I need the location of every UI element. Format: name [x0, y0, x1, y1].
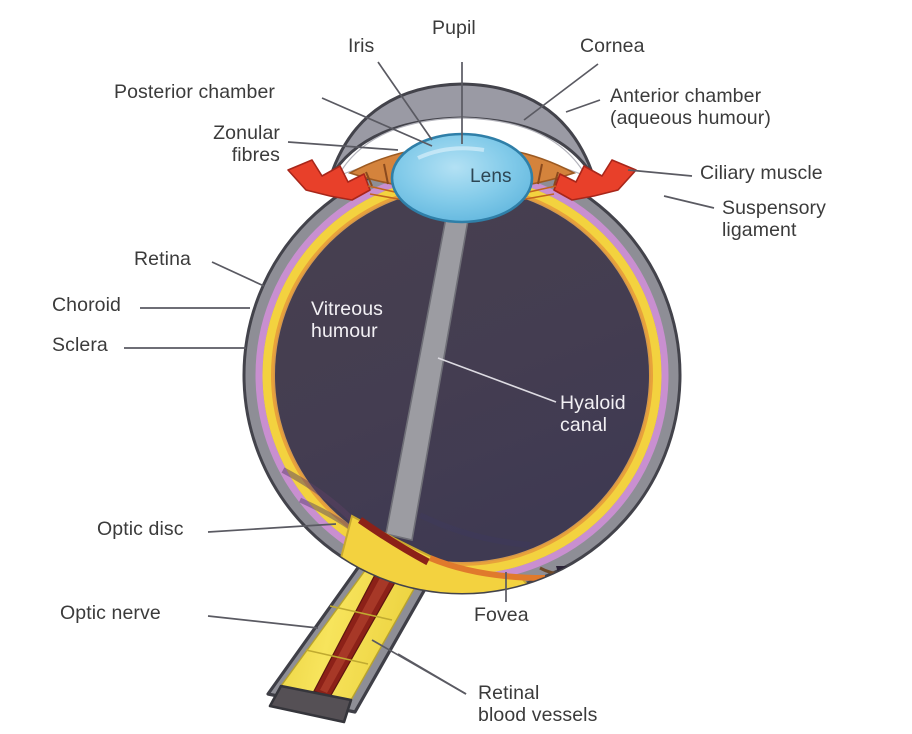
label-optic-nerve: Optic nerve	[60, 602, 161, 624]
leader-lines	[124, 61, 715, 695]
label-pupil: Pupil	[432, 17, 476, 39]
leader-anterior-chamber	[565, 99, 601, 113]
label-retinal-blood-vessels: Retinal blood vessels	[478, 682, 598, 726]
vitreous-humour-body	[275, 188, 649, 562]
leader-cornea	[523, 63, 599, 121]
leader-iris	[377, 61, 433, 141]
label-sclera: Sclera	[52, 334, 108, 356]
label-optic-disc: Optic disc	[97, 518, 184, 540]
optic-disc-vessel	[358, 517, 430, 566]
optic-nerve-fold-line-b	[305, 649, 369, 665]
leader-retinal-vessels-b	[371, 639, 467, 695]
zonular-fibres-group	[367, 185, 557, 201]
optic-nerve-cut-end	[268, 684, 353, 724]
leader-retina	[211, 261, 265, 287]
label-fovea: Fovea	[474, 604, 529, 626]
label-suspensory-ligament: Suspensory ligament	[722, 197, 826, 241]
label-zonular-fibres: Zonular fibres	[213, 122, 280, 166]
label-retina: Retina	[134, 248, 191, 270]
leader-suspensory-ligament	[663, 195, 715, 209]
vitreous-vessel-shadow-c	[418, 512, 531, 548]
leader-posterior-chamber	[321, 97, 433, 147]
anterior-segment	[287, 82, 637, 224]
leader-hyaloid-canal	[437, 357, 557, 403]
ciliary-muscle-left	[287, 159, 371, 201]
label-cornea: Cornea	[580, 35, 645, 57]
ciliary-muscle-group	[287, 159, 637, 201]
label-iris: Iris	[348, 35, 375, 57]
leader-optic-nerve	[207, 615, 319, 629]
label-posterior-chamber: Posterior chamber	[114, 81, 276, 103]
leader-optic-disc	[207, 523, 337, 533]
optic-nerve-fold-line-a	[329, 605, 393, 621]
label-vitreous-humour: Vitreous humour	[311, 298, 383, 342]
label-choroid: Choroid	[52, 294, 121, 316]
ciliary-muscle-right	[553, 159, 637, 201]
leader-zonular-fibres	[287, 141, 399, 151]
label-anterior-chamber: Anterior chamber (aqueous humour)	[610, 85, 771, 129]
label-lens: Lens	[470, 166, 512, 187]
leader-ciliary-muscle	[627, 169, 693, 177]
optic-disc-orange-rim	[428, 555, 546, 581]
label-ciliary-muscle: Ciliary muscle	[700, 162, 823, 184]
leader-lines-light	[437, 357, 557, 403]
lens-highlight	[417, 146, 485, 160]
label-hyaloid-canal: Hyaloid canal	[560, 392, 626, 436]
